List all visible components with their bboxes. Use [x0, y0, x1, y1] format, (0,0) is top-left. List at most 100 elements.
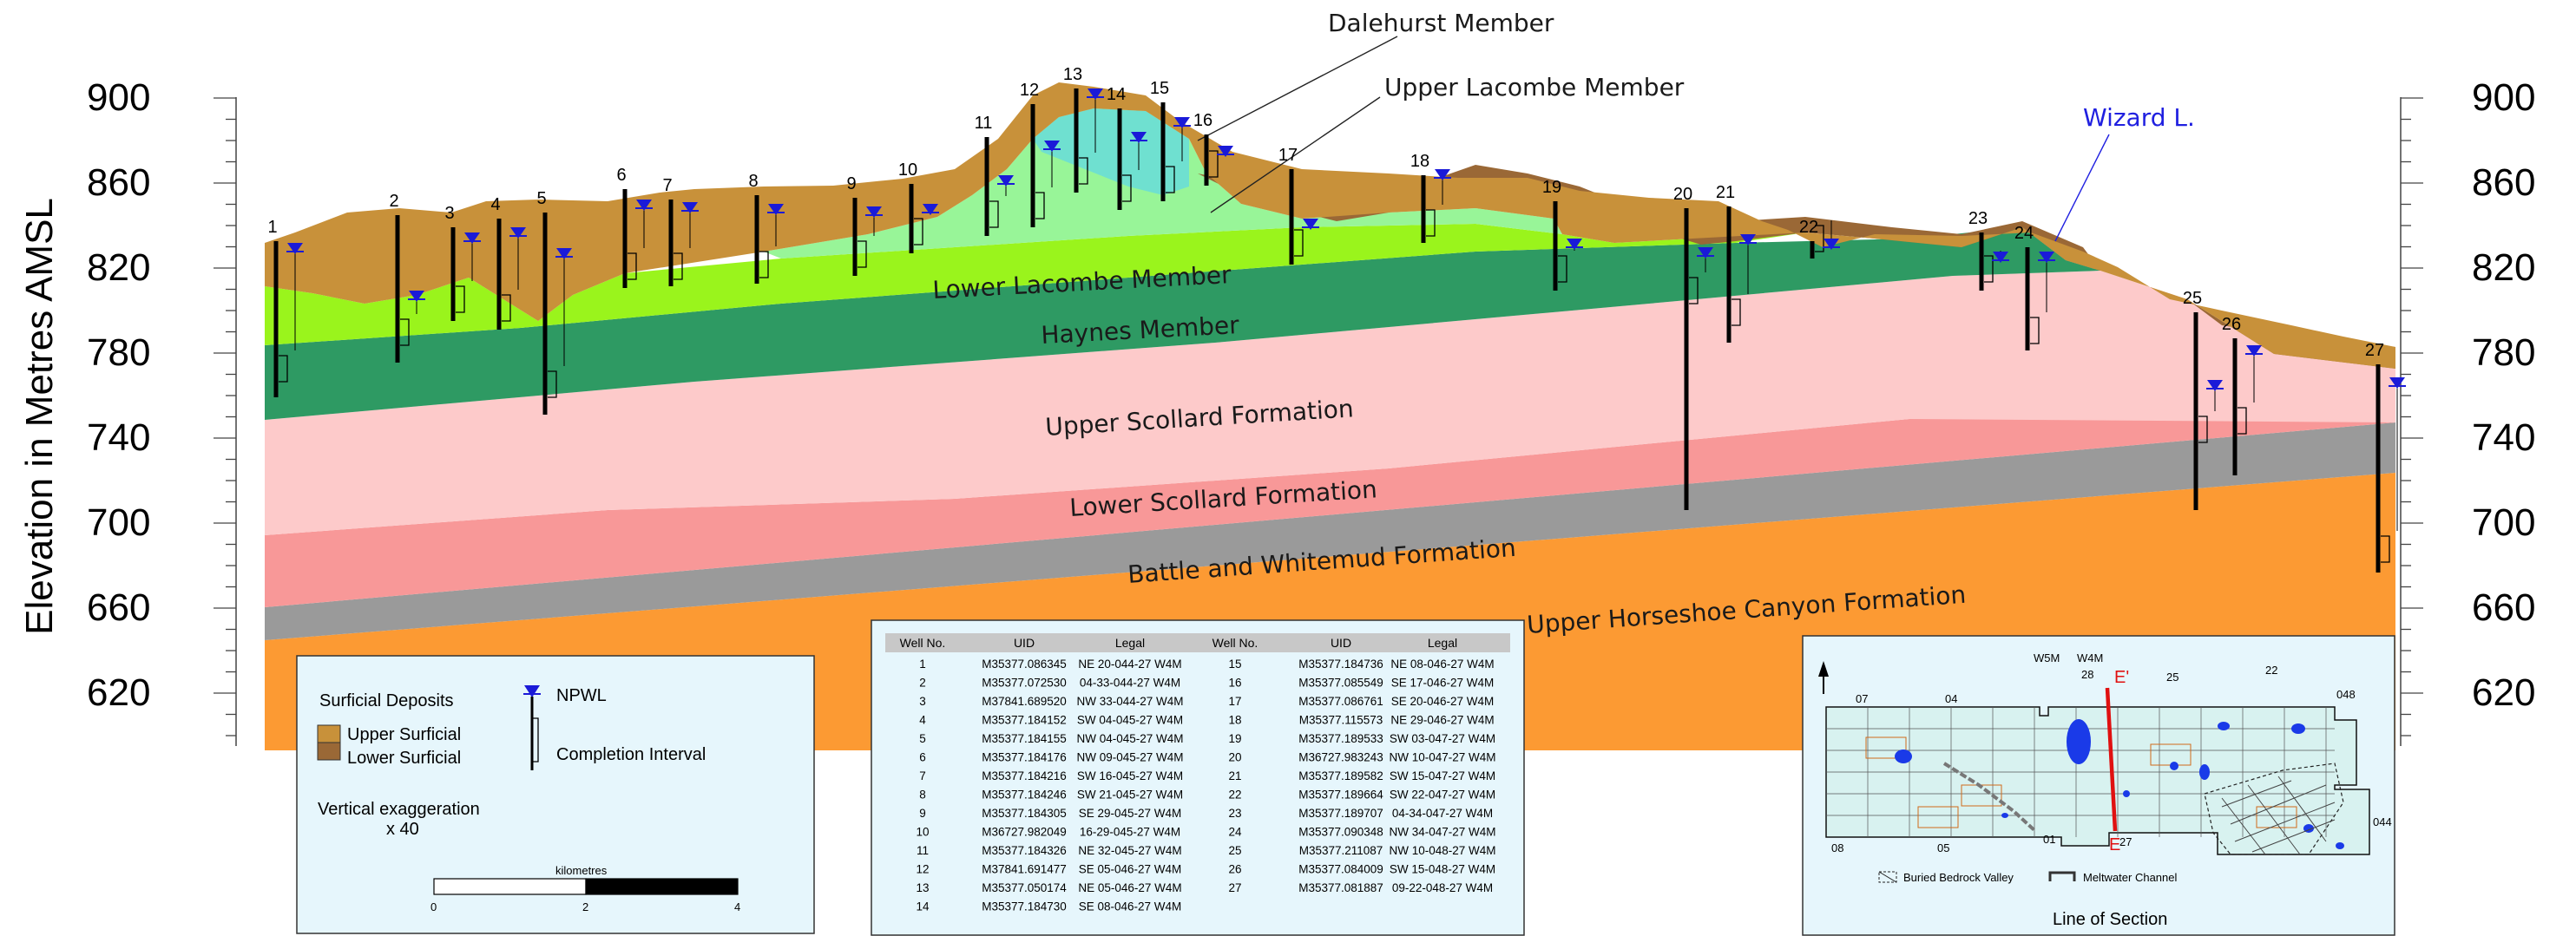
completion-interval [1689, 277, 1699, 304]
table-cell: M35377.184736 [1298, 658, 1383, 671]
upper-lacombe-leader [1210, 96, 1381, 213]
completion-interval [1122, 174, 1132, 202]
npwl-icon [409, 291, 424, 302]
meltwater-channel-legend-label: Meltwater Channel [2083, 871, 2177, 884]
well-number-label: 26 [2222, 315, 2241, 334]
table-cell: M35377.115573 [1299, 714, 1383, 727]
well-22: 22 [1799, 218, 1840, 259]
npwl-icon [998, 175, 1014, 187]
well-number-label: 10 [898, 160, 917, 180]
table-cell: 22 [1228, 789, 1241, 802]
table-cell: 21 [1228, 769, 1241, 782]
buried-bedrock-valley-hatch [2221, 776, 2336, 855]
npwl-icon [1740, 234, 1756, 245]
well-26: 26 [2222, 315, 2263, 475]
completion-interval [2381, 535, 2390, 563]
upper-surficial-label: Upper Surficial [347, 725, 461, 744]
scale-bar-black [585, 878, 739, 895]
map-township-27: 27 [2119, 835, 2132, 848]
table-cell: SE 20-046-27 W4M [1391, 695, 1495, 708]
map-highlight-cell [1865, 736, 1907, 759]
well-number-label: 17 [1278, 146, 1298, 165]
well-18: 18 [1410, 152, 1451, 243]
well-number-label: 27 [2365, 341, 2384, 360]
left-tick-label: 740 [87, 416, 150, 459]
npwl-icon [1435, 169, 1450, 180]
well-15: 15 [1150, 79, 1191, 201]
well-number-label: 1 [267, 218, 277, 237]
well-25: 25 [2183, 289, 2224, 510]
npwl-icon [2246, 345, 2262, 357]
table-cell: 5 [919, 732, 926, 745]
completion-interval [989, 200, 999, 228]
table-cell: M35377.184326 [982, 844, 1067, 857]
npwl-icon [2039, 252, 2054, 263]
table-cell: 11 [917, 844, 929, 857]
table-cell: 1 [919, 658, 926, 671]
well-number-label: 7 [662, 176, 672, 195]
bedrock-valley-legend-icon [1878, 871, 1897, 883]
table-cell: NW 10-048-27 W4M [1389, 844, 1495, 857]
table-cell: NE 20-044-27 W4M [1078, 658, 1181, 671]
npwl-icon [1131, 132, 1147, 143]
map-meridian-w5: W5M [2034, 651, 2060, 664]
scale-bar-title: kilometres [555, 864, 608, 877]
table-cell: M37841.689520 [982, 695, 1067, 708]
map-range-04: 04 [1945, 692, 1957, 705]
completion-interval [2198, 416, 2208, 443]
table-cell: 24 [1228, 826, 1242, 839]
well-number-label: 14 [1107, 85, 1126, 104]
npwl-icon [768, 204, 784, 215]
table-cell: M35377.189707 [1298, 807, 1383, 820]
well-5: 5 [536, 189, 573, 415]
completion-interval [1079, 157, 1088, 185]
table-cell: NW 04-045-27 W4M [1076, 732, 1183, 745]
completion-interval [1166, 166, 1175, 193]
vertical-exaggeration-label: Vertical exaggeration [318, 800, 480, 819]
left-tick-label: 700 [87, 501, 150, 544]
map-range-28: 28 [2081, 668, 2093, 681]
right-tick-label: 780 [2472, 331, 2535, 374]
table-cell: SW 15-048-27 W4M [1390, 863, 1495, 876]
right-tick-label: 860 [2472, 161, 2535, 204]
table-header-cell: Well No. [1212, 636, 1258, 650]
map-end-bottom-label: E [2109, 835, 2120, 854]
location-map-panel: E' E W5M W4M 28 25 22 07 04 01 048 044 0… [1802, 635, 2395, 936]
completion-interval [2030, 317, 2040, 344]
scale-tick-0: 0 [430, 900, 437, 913]
upper-surficial-deposit [265, 82, 2395, 369]
npwl-legend-icon [523, 685, 541, 770]
map-range-22: 22 [2265, 664, 2277, 677]
battle-and-whitemud-formation [265, 422, 2395, 640]
well-number-label: 8 [748, 172, 758, 191]
well-20: 20 [1673, 185, 1714, 510]
completion-interval [279, 355, 288, 383]
well-10: 10 [898, 160, 939, 253]
table-cell: SW 21-045-27 W4M [1077, 789, 1183, 802]
table-cell: 3 [919, 695, 926, 708]
npwl-icon [1993, 252, 2008, 263]
table-cell: SE 05-046-27 W4M [1079, 863, 1182, 876]
well-21: 21 [1716, 183, 1757, 343]
table-cell: M36727.982049 [982, 826, 1067, 839]
table-cell: SW 04-045-27 W4M [1077, 714, 1183, 727]
table-header-cell: Legal [1428, 636, 1457, 650]
well-number-label: 20 [1673, 185, 1692, 204]
upper-surficial-swatch [317, 724, 341, 743]
